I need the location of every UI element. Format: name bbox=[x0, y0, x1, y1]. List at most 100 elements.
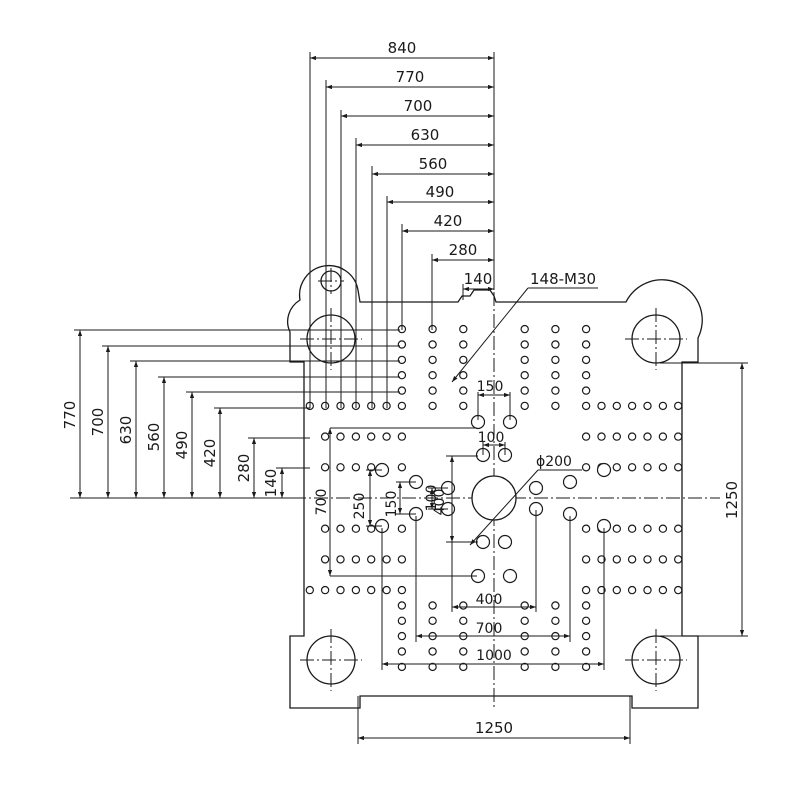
bolt-hole bbox=[336, 524, 345, 533]
dim-100-left: 100 bbox=[424, 485, 440, 512]
bolt-hole bbox=[459, 340, 468, 349]
dim-150-left: 150 bbox=[384, 491, 400, 518]
bolt-hole bbox=[397, 616, 407, 626]
bolt-hole bbox=[612, 432, 622, 441]
bolt-hole bbox=[520, 340, 529, 349]
bolt-hole bbox=[658, 432, 668, 441]
bolt-hole bbox=[320, 585, 330, 595]
bolt-hole bbox=[581, 463, 591, 472]
bolt-hole bbox=[520, 386, 529, 395]
bolt-hole bbox=[520, 355, 529, 365]
left-dim-490: 490 bbox=[173, 431, 191, 460]
bottom-dimension: 1250 bbox=[357, 696, 631, 744]
bolt-hole bbox=[428, 340, 437, 349]
dim-700-left: 700 bbox=[314, 489, 330, 516]
bolt-hole bbox=[397, 585, 407, 595]
bolt-hole bbox=[627, 524, 637, 533]
bolt-hole bbox=[520, 601, 529, 610]
bolt-hole bbox=[397, 371, 407, 380]
bolt-hole bbox=[612, 401, 622, 411]
bolt-hole bbox=[382, 585, 391, 595]
left-dim-560: 560 bbox=[145, 423, 163, 452]
top-dim-420: 420 bbox=[434, 212, 463, 230]
bolt-hole bbox=[459, 616, 468, 626]
top-dim-840: 840 bbox=[388, 39, 417, 57]
bolt-hole bbox=[643, 585, 652, 595]
bolt-hole bbox=[551, 616, 560, 626]
bolt-hole bbox=[551, 647, 560, 656]
bolt-hole bbox=[581, 524, 591, 533]
bolt-hole bbox=[367, 401, 376, 411]
top-dim-630: 630 bbox=[411, 126, 440, 144]
bolt-hole bbox=[658, 401, 668, 411]
bolt-hole bbox=[627, 463, 637, 472]
bolt-hole bbox=[551, 324, 560, 334]
bolt-hole bbox=[612, 585, 622, 595]
bolt-hole bbox=[551, 355, 560, 365]
bolt-hole bbox=[581, 585, 591, 595]
bolt-hole bbox=[428, 355, 437, 365]
bolt-hole bbox=[336, 463, 345, 472]
bolt-hole bbox=[459, 601, 468, 610]
dim-400-bottom: 400 bbox=[476, 592, 503, 608]
ejector-hole bbox=[502, 568, 518, 584]
bolt-hole bbox=[674, 524, 683, 533]
bolt-hole bbox=[627, 432, 637, 441]
bolt-hole bbox=[581, 432, 591, 441]
bolt-hole bbox=[581, 616, 591, 626]
bolt-hole bbox=[658, 463, 668, 472]
bolt-hole bbox=[397, 386, 407, 395]
bolt-hole bbox=[581, 601, 591, 610]
bolt-hole bbox=[382, 432, 391, 441]
bottom-dim-1250: 1250 bbox=[475, 719, 513, 737]
bolt-hole bbox=[551, 401, 560, 411]
left-dim-630: 630 bbox=[117, 416, 135, 445]
bolt-hole bbox=[674, 463, 683, 472]
bolt-hole bbox=[658, 555, 668, 564]
bolt-hole bbox=[367, 555, 376, 564]
bolt-hole bbox=[627, 401, 637, 411]
center-bore-label: ϕ200 bbox=[536, 454, 572, 470]
ejector-hole bbox=[562, 474, 578, 490]
bolt-hole bbox=[581, 386, 591, 395]
bolt-hole bbox=[459, 401, 468, 411]
bolt-hole bbox=[551, 601, 560, 610]
bolt-hole bbox=[428, 647, 437, 656]
bolt-hole bbox=[581, 324, 591, 334]
thread-label: 148-M30 bbox=[530, 270, 596, 288]
left-dim-770: 770 bbox=[61, 401, 79, 430]
bolt-hole bbox=[459, 386, 468, 395]
bolt-hole bbox=[428, 616, 437, 626]
bolt-hole bbox=[397, 432, 407, 441]
top-dimensions: 840 770 700 630 560 490 420 280 140 bbox=[309, 39, 495, 408]
bolt-hole bbox=[643, 524, 652, 533]
bolt-hole bbox=[612, 463, 622, 472]
bolt-hole bbox=[397, 401, 407, 411]
ejector-hole bbox=[528, 480, 544, 496]
bolt-hole bbox=[351, 463, 361, 472]
inner-dimensions: 150 100 ϕ200 700 250 150 100 400 bbox=[314, 379, 605, 670]
bolt-hole bbox=[643, 555, 652, 564]
ejector-hole bbox=[596, 462, 612, 478]
bolt-hole bbox=[674, 432, 683, 441]
bolt-hole bbox=[428, 601, 437, 610]
bolt-hole bbox=[397, 463, 407, 472]
platen-outline bbox=[287, 264, 703, 709]
left-dim-140: 140 bbox=[262, 469, 280, 498]
bolt-hole bbox=[305, 585, 314, 595]
bolt-hole bbox=[459, 355, 468, 365]
bolt-hole bbox=[428, 371, 437, 380]
bolt-hole bbox=[643, 401, 652, 411]
bolt-hole bbox=[597, 401, 606, 411]
bolt-hole bbox=[581, 555, 591, 564]
bolt-hole bbox=[520, 647, 529, 656]
bolt-hole bbox=[397, 555, 407, 564]
ejector-hole bbox=[475, 534, 491, 550]
right-dimension: 1250 bbox=[660, 362, 748, 637]
bolt-hole bbox=[520, 401, 529, 411]
bolt-hole bbox=[397, 355, 407, 365]
top-dim-700: 700 bbox=[404, 97, 433, 115]
bolt-hole bbox=[627, 555, 637, 564]
